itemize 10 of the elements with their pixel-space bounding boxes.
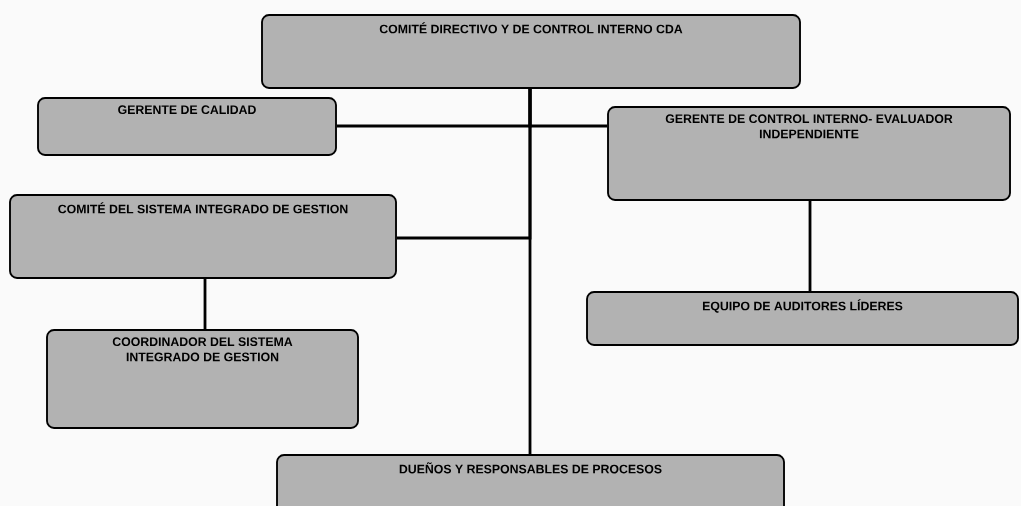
- org-box: GERENTE DE CONTROL INTERNO- EVALUADOR INDEPENDIENTE: [607, 106, 1011, 201]
- connector-line: [528, 88, 532, 455]
- org-box: COORDINADOR DEL SISTEMA INTEGRADO DE GESTION: [46, 329, 359, 429]
- org-box: COMITÉ DEL SISTEMA INTEGRADO DE GESTION: [9, 194, 397, 279]
- org-box: GERENTE DE CALIDAD: [37, 97, 337, 156]
- connector-line: [808, 200, 812, 292]
- connector-line: [203, 278, 207, 330]
- org-box: EQUIPO DE AUDITORES LÍDERES: [586, 291, 1019, 346]
- org-box: COMITÉ DIRECTIVO Y DE CONTROL INTERNO CDA: [261, 14, 801, 89]
- org-box: DUEÑOS Y RESPONSABLES DE PROCESOS: [276, 454, 785, 506]
